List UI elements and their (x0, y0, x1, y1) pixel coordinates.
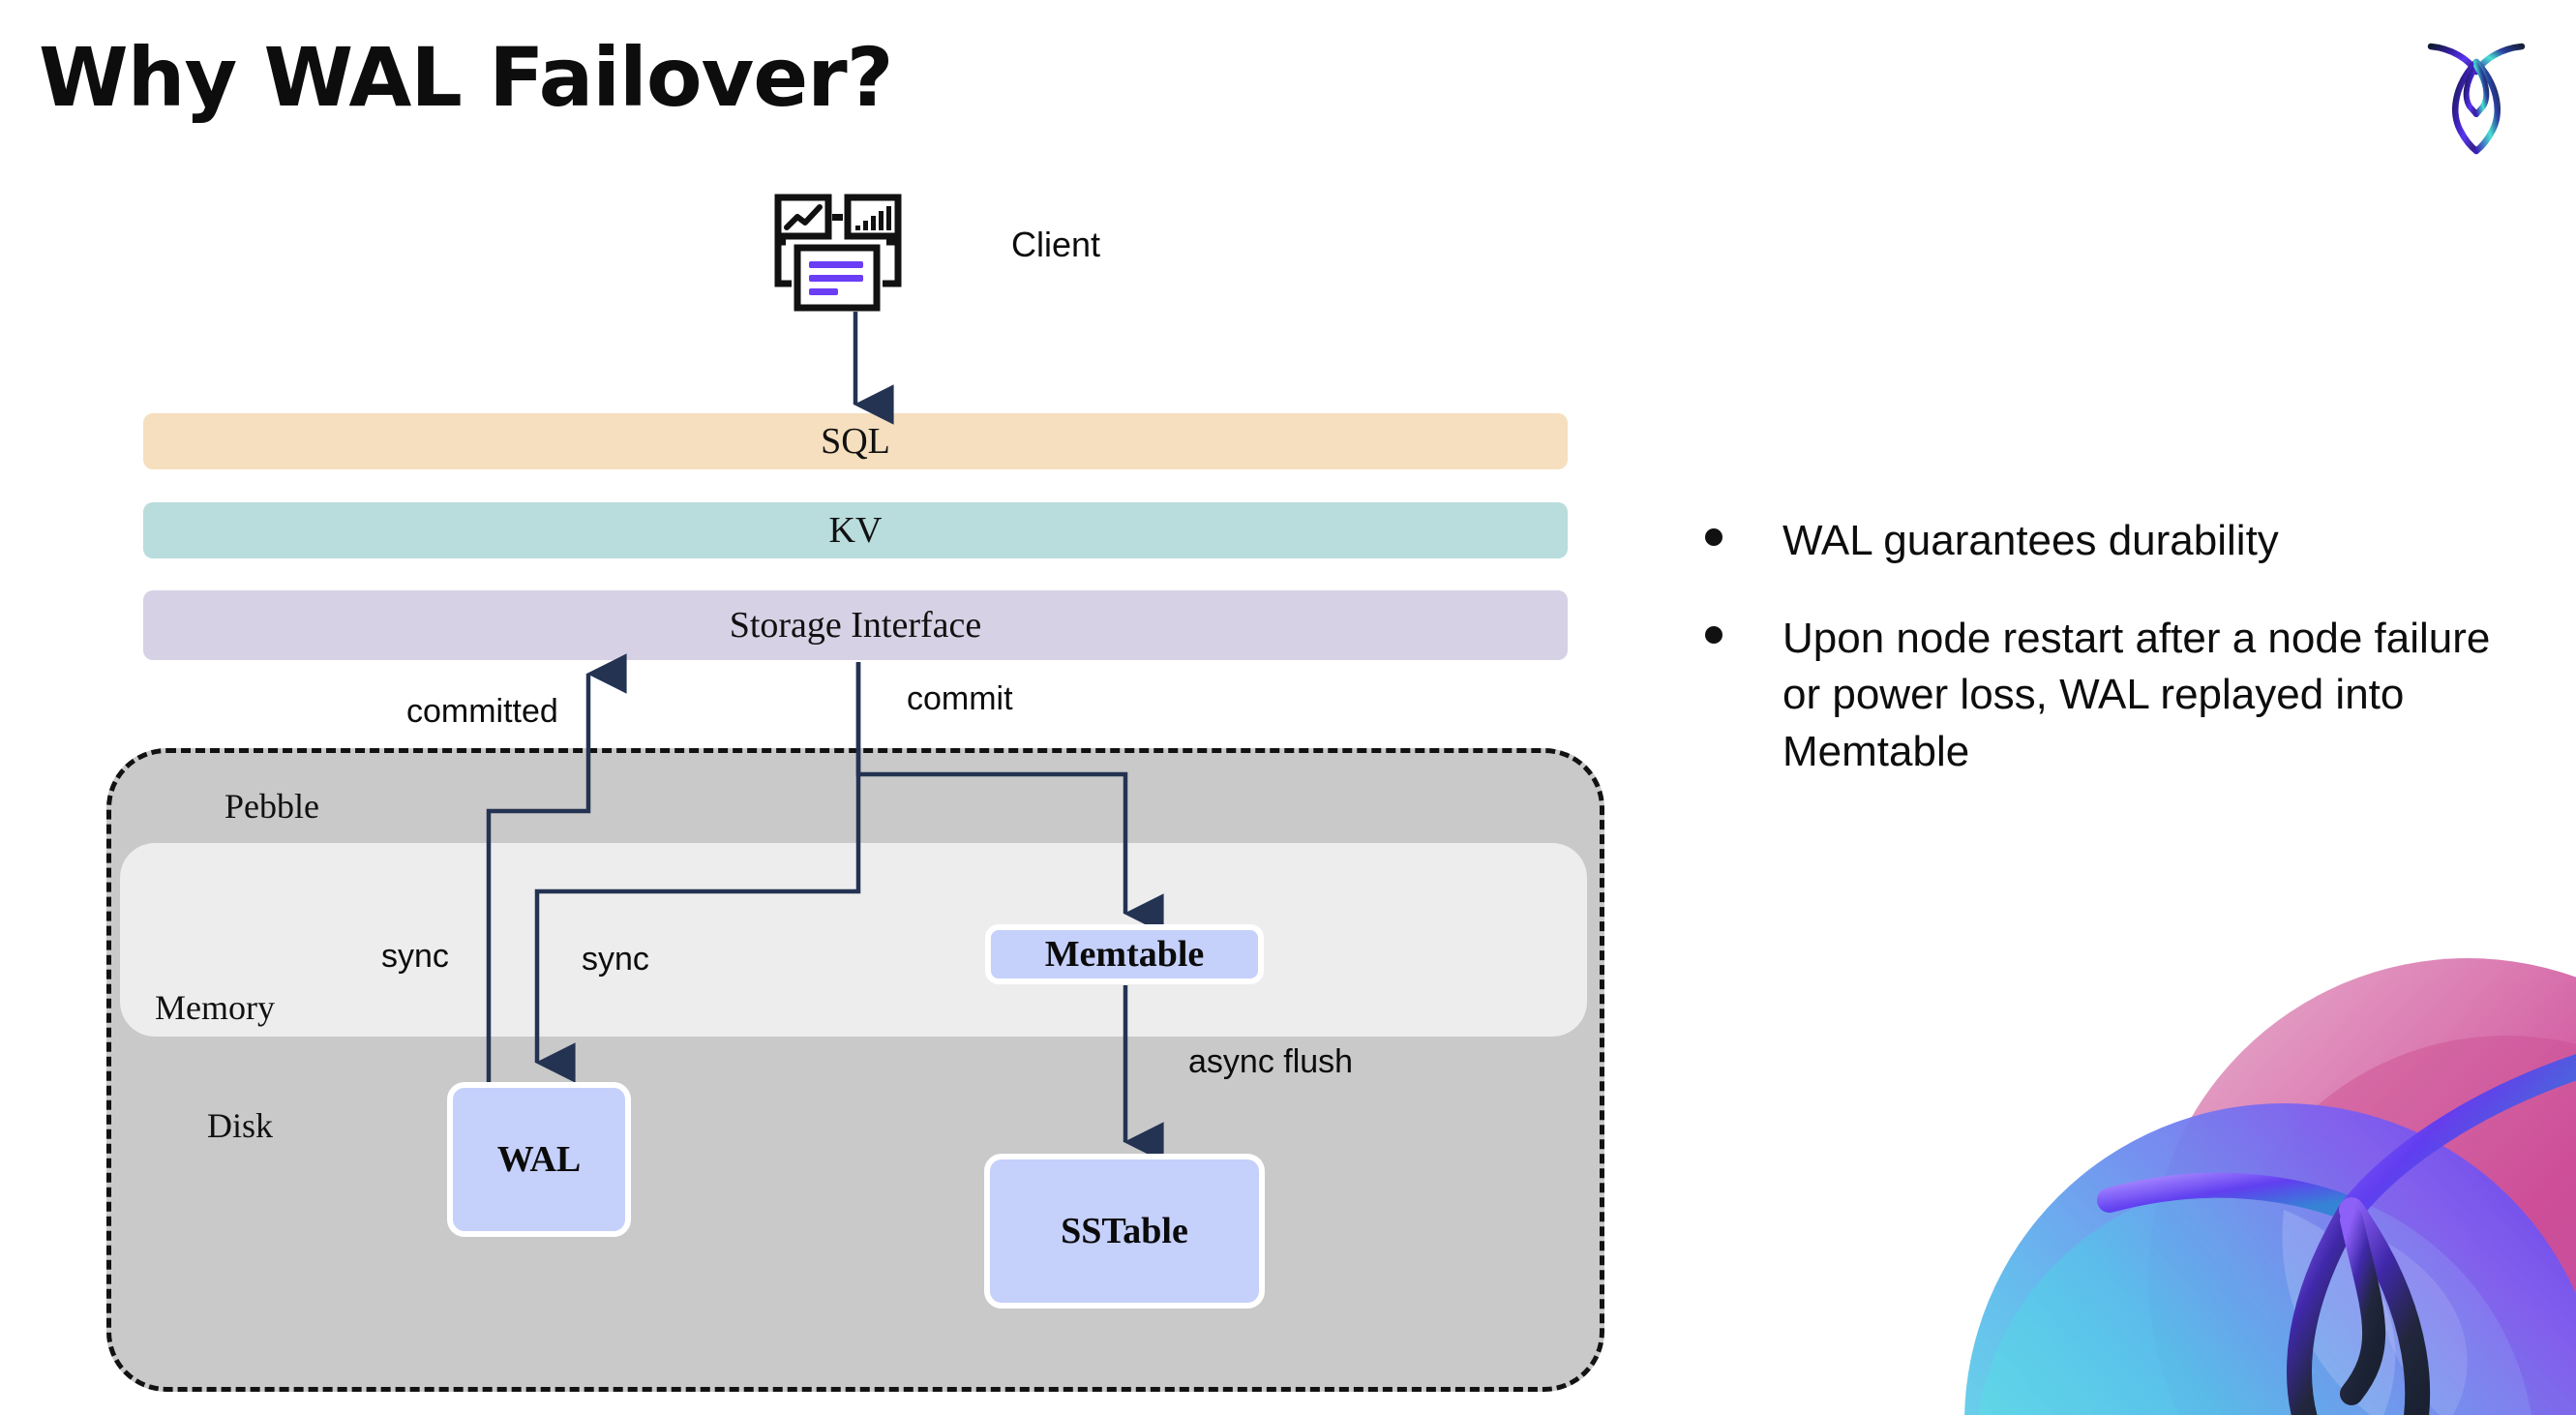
cockroach-labs-logo (2413, 29, 2539, 155)
memory-label: Memory (155, 988, 275, 1027)
architecture-diagram: Client SQL KV Storage Interface Pebble M… (106, 194, 1604, 1392)
layer-bar-kv-label: KV (828, 510, 883, 551)
node-sstable-label: SSTable (1061, 1211, 1188, 1251)
cockroach-labs-gradient-motif (1964, 919, 2576, 1415)
bullet-text: WAL guarantees durability (1782, 517, 2279, 564)
node-sstable: SSTable (984, 1154, 1265, 1309)
edge-label-async-flush: async flush (1188, 1043, 1354, 1080)
bullet-dot-icon (1705, 625, 1722, 644)
edge-label-commit: commit (907, 680, 1013, 717)
node-wal: WAL (447, 1082, 631, 1237)
node-memtable-label: Memtable (1044, 934, 1205, 975)
layer-bar-storage-interface: Storage Interface (143, 590, 1568, 660)
node-memtable: Memtable (985, 924, 1264, 984)
client-dashboard-icon (774, 194, 929, 315)
list-item: Upon node restart after a node failure o… (1684, 611, 2535, 781)
bullet-text: Upon node restart after a node failure o… (1782, 614, 2491, 775)
edge-label-committed: committed (406, 693, 558, 730)
node-wal-label: WAL (496, 1139, 582, 1180)
bullet-list: WAL guarantees durability Upon node rest… (1684, 513, 2535, 821)
memory-region (120, 843, 1587, 1037)
list-item: WAL guarantees durability (1684, 513, 2535, 570)
layer-bar-kv: KV (143, 502, 1568, 558)
edge-label-sync-right: sync (582, 941, 649, 978)
edge-label-sync-left: sync (381, 938, 449, 975)
layer-bar-sql-label: SQL (821, 421, 890, 462)
disk-label: Disk (207, 1106, 274, 1145)
layer-bar-storage-interface-label: Storage Interface (729, 605, 982, 646)
layer-bar-sql: SQL (143, 413, 1568, 469)
bullet-dot-icon (1705, 528, 1722, 546)
page-title: Why WAL Failover? (39, 30, 893, 125)
client-label: Client (1011, 225, 1101, 264)
pebble-label: Pebble (225, 787, 319, 826)
